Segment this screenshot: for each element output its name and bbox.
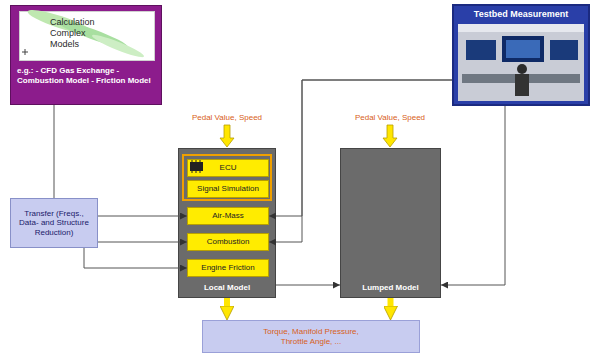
room-ceiling	[458, 24, 584, 32]
signal-connector	[98, 216, 187, 217]
plus-mark	[22, 49, 28, 55]
outputs-box: Torque, Manifold Pressure, Throttle Angl…	[202, 320, 420, 353]
signal-connector	[98, 242, 187, 243]
node-text: Engine Friction	[201, 263, 254, 273]
signal-label: Pedal Value, Speed	[172, 113, 282, 123]
node-text: Signal Simulation	[197, 184, 259, 194]
signal-label: Pedal Value, Speed	[335, 113, 445, 123]
person-head	[517, 64, 527, 74]
lumped-model-box: Lumped Model	[340, 148, 441, 298]
person-body	[515, 74, 529, 96]
transfer-box: Transfer (Freqs., Data- and Structure Re…	[10, 198, 98, 248]
input-arrow	[220, 125, 234, 147]
signal-connector	[269, 80, 452, 216]
chip-body	[190, 162, 203, 171]
testbed-photo	[458, 24, 584, 101]
combustion-box: Combustion	[187, 233, 269, 251]
node-text: Calculation Complex Models	[50, 17, 110, 49]
screen-display	[506, 40, 540, 58]
signal-simulation-box: Signal Simulation	[187, 180, 269, 198]
ecu-frame	[183, 155, 271, 200]
room-wall	[458, 24, 584, 101]
signal-connector	[54, 105, 55, 198]
node-text: e.g.: - CFD Gas Exchange - Combustion Mo…	[17, 66, 155, 85]
node-text: Transfer (Freqs., Data- and Structure Re…	[14, 209, 94, 238]
input-label-holder: Pedal Value, Speed	[172, 113, 282, 123]
engine-friction-box: Engine Friction	[187, 259, 269, 277]
node-text: Air-Mass	[212, 211, 244, 221]
input-arrow	[383, 125, 397, 147]
ecu-chip	[190, 160, 203, 173]
node-text: Lumped Model	[341, 283, 440, 293]
output-arrow	[388, 298, 394, 306]
output-arrow	[224, 298, 230, 306]
air-mass-box: Air-Mass	[187, 207, 269, 225]
node-text: Local Model	[179, 283, 275, 293]
chip-pins	[192, 160, 200, 173]
calculation-picture	[22, 6, 145, 60]
screen	[550, 40, 578, 60]
screen	[502, 36, 544, 62]
node-text: Testbed Measurement	[474, 9, 568, 20]
ecu-group-frame	[183, 155, 271, 200]
signal-connector	[441, 106, 505, 285]
node-text: Torque, Manifold Pressure, Throttle Angl…	[249, 327, 373, 346]
node-text: Combustion	[207, 237, 250, 247]
signal-connector	[269, 80, 452, 242]
node-text: ECU	[220, 163, 237, 173]
screen	[466, 40, 496, 60]
model-streak	[91, 32, 146, 60]
input-label-holder: Pedal Value, Speed	[335, 113, 445, 123]
signal-connector	[84, 248, 187, 268]
model-streak	[26, 6, 94, 38]
signal-connector	[276, 285, 340, 286]
